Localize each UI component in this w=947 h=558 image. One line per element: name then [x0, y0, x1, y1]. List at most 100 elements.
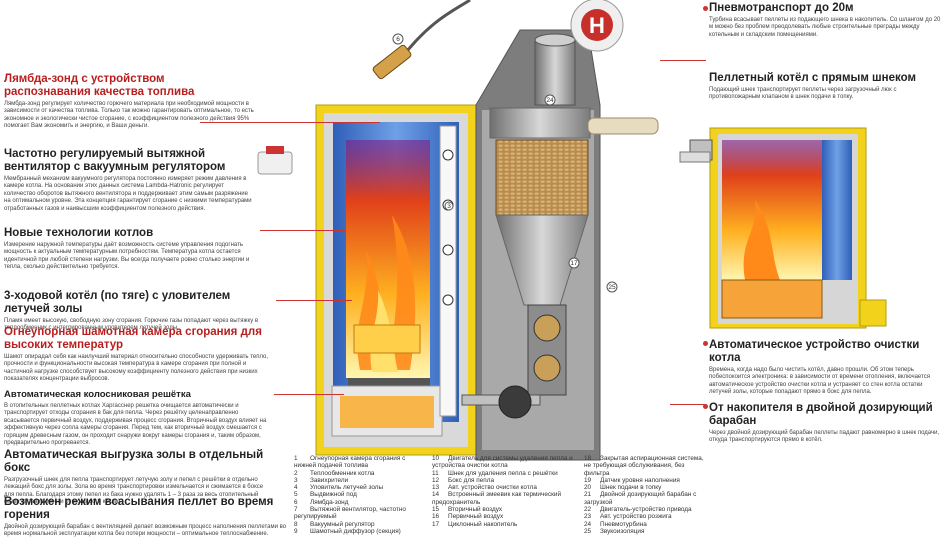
legend-number: 12 — [432, 476, 440, 484]
badge-letter: H — [589, 13, 605, 38]
drive-motor — [498, 385, 532, 419]
legend-number: 6 — [294, 498, 298, 506]
legend-number: 23 — [584, 513, 592, 521]
lambda-probe — [372, 0, 471, 80]
legend-number: 1 — [294, 455, 298, 462]
section-title: Частотно регулируемый вытяжной вентилято… — [4, 148, 226, 173]
section-dosing: От накопителя в двойной дозирующий бараб… — [709, 402, 945, 445]
legend-number: 21 — [584, 491, 592, 499]
section-text: Времена, когда надо было чистить котёл, … — [709, 367, 931, 396]
section-ash: Автоматическая выгрузка золы в отдельный… — [4, 449, 274, 507]
vacuum-regulator — [257, 146, 293, 175]
section-text: Лямбда-зонд регулирует количество горюче… — [4, 101, 254, 130]
section-title: Автоматическая выгрузка золы в отдельный… — [4, 449, 264, 474]
section-title: Огнеупорная шамотная камера сгорания для… — [4, 326, 262, 351]
legend-number: 7 — [294, 506, 298, 514]
section-text: В отопительных пеллетных котлах Харгассн… — [4, 403, 267, 447]
section-grate: Автоматическая колосниковая решётка В от… — [4, 388, 274, 447]
legend-item: 19 Датчик уровня наполнения — [584, 477, 708, 484]
legend-label: Звукоизоляция — [600, 527, 645, 535]
legend-item: 17 Циклонный накопитель — [432, 521, 578, 528]
section-chamotte: Огнеупорная шамотная камера сгорания для… — [4, 326, 274, 384]
section-text: Двойной дозирующий барабан с вентиляцией… — [4, 524, 287, 538]
legend-label: Шамотный диффузор (секция) — [310, 527, 401, 535]
legend-number: 16 — [432, 513, 440, 521]
legend-number: 17 — [432, 520, 440, 528]
leader-dot — [703, 341, 708, 346]
legend-label: Выдвижной под — [310, 491, 357, 499]
section-title: Возможен режим всасывания пеллет во врем… — [4, 496, 274, 521]
section-title: Новые технологии котлов — [4, 227, 154, 239]
legend-label: Датчик уровня наполнения — [600, 476, 680, 484]
legend-number: 11 — [432, 469, 439, 477]
svg-text:3: 3 — [447, 203, 451, 210]
section-fan: Частотно регулируемый вытяжной вентилято… — [4, 148, 254, 213]
section-title: Пеллетный котёл с прямым шнеком — [709, 72, 916, 84]
legend-label: Авт. устройство очистки котла — [448, 484, 537, 492]
leader-line — [200, 122, 380, 123]
leader-line — [660, 60, 706, 61]
leader-line — [276, 300, 352, 301]
legend-label: Теплообменник котла — [310, 469, 375, 477]
legend-number: 24 — [584, 520, 592, 528]
legend-number: 20 — [584, 484, 592, 492]
legend-label: Двигатель для системы удаления пепла и у… — [432, 455, 573, 470]
section-text: Измерение наружной температуры даёт возм… — [4, 242, 250, 271]
legend-number: 22 — [584, 506, 592, 514]
pellet-hopper — [461, 29, 659, 461]
chamotte-diffuser — [353, 324, 421, 354]
section-title: Автоматическая колосниковая решётка — [4, 389, 191, 400]
legend-label: Вакуумный регулятор — [310, 520, 375, 528]
legend-number: 14 — [432, 491, 440, 499]
legend-label: Двойной дозирующий барабан с загрузкой — [584, 491, 697, 506]
svg-text:6: 6 — [396, 36, 400, 43]
legend-number: 4 — [294, 484, 298, 492]
section-title: От накопителя в двойной дозирующий бараб… — [709, 402, 933, 427]
leader-dot — [703, 6, 708, 11]
legend-label: Бокс для пепла — [448, 476, 495, 484]
legend-label: Закрытая аспирационная система, не требу… — [584, 455, 704, 477]
legend-label: Двигатель-устройство привода — [600, 506, 692, 514]
legend-label: Циклонный накопитель — [448, 520, 518, 528]
legend-label: Шнек для удаления пепла с решётки — [448, 469, 558, 477]
legend-label: Встроенный змеевик как термический предо… — [432, 491, 562, 506]
legend-number: 15 — [432, 506, 440, 514]
section-cleaning: Автоматическое устройство очистки котла … — [709, 339, 941, 397]
section-title: Лямбда-зонд с устройством распознавания … — [4, 73, 195, 98]
section-text: Разгрузочный шнек для пепла транспортиру… — [4, 477, 264, 506]
main-boiler — [315, 104, 477, 456]
legend-number: 8 — [294, 520, 298, 528]
section-lambda: Лямбда-зонд с устройством распознавания … — [4, 73, 254, 131]
section-text: Турбина всасывает пеллеты из подающего ш… — [709, 17, 941, 38]
section-pneumatic: Пневмотранспорт до 20м Турбина всасывает… — [709, 2, 941, 39]
pneumatic-turbine — [534, 39, 576, 106]
legend-number: 13 — [432, 484, 440, 492]
section-text: Через двойной дозирующий барабан пеллеты… — [709, 430, 940, 444]
legend-label: Вытяжной вентилятор, частотно регулируем… — [294, 506, 406, 521]
legend-label: Первичный воздух — [448, 513, 504, 521]
secondary-boiler — [679, 127, 887, 329]
legend-item: 22 Двигатель-устройство привода — [584, 506, 708, 513]
svg-text:25: 25 — [608, 284, 616, 291]
heat-exchanger — [439, 125, 457, 417]
legend-number: 19 — [584, 476, 592, 484]
legend-label: Вторичный воздух — [448, 506, 503, 514]
section-text: Пламя имеет высокую, свободную зону сгор… — [4, 318, 259, 332]
legend-item: 15 Вторичный воздух — [432, 506, 578, 513]
legend-label: Огнеупорная камера сгорания с нижней под… — [294, 455, 406, 470]
svg-text:17: 17 — [570, 260, 578, 267]
